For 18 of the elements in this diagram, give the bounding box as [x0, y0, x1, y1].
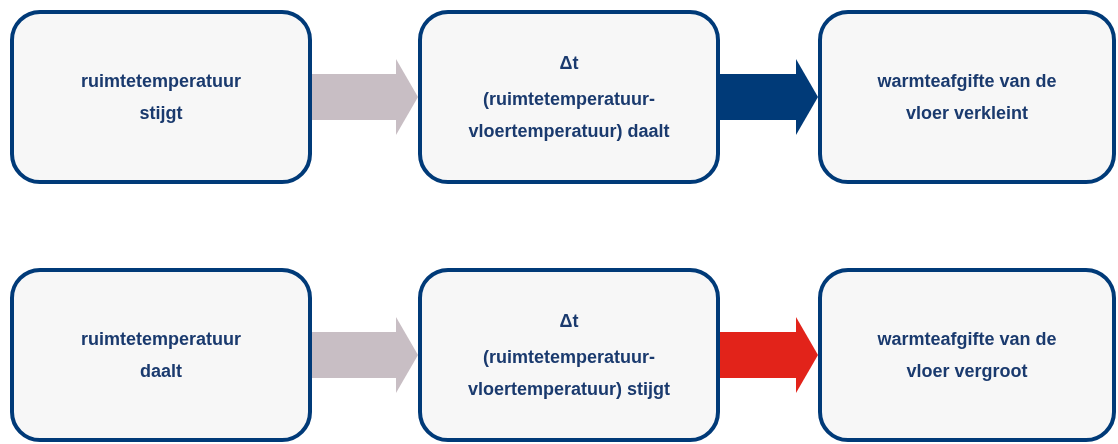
- process-box: [818, 268, 1116, 442]
- block-arrow: [720, 59, 818, 135]
- process-box: [418, 10, 720, 184]
- process-box: [818, 10, 1116, 184]
- box-text: (ruimtetemperatuur-vloertemperatuur) daalt: [467, 88, 671, 143]
- box-text: warmteafgifte van de vloer verkleint: [876, 70, 1058, 125]
- box-text: Δt: [559, 52, 579, 75]
- box-text: (ruimtetemperatuur-vloertemperatuur) stijgt: [466, 346, 671, 401]
- box-text: ruimtetemperatuur daalt: [80, 328, 242, 383]
- block-arrow: [312, 317, 418, 393]
- box-text: ruimtetemperatuur stijgt: [80, 70, 242, 125]
- box-text: Δt: [559, 310, 579, 333]
- process-box: [418, 268, 720, 442]
- process-box: [10, 10, 312, 184]
- process-box: [10, 268, 312, 442]
- block-arrow: [720, 317, 818, 393]
- block-arrow: [312, 59, 418, 135]
- box-text: warmteafgifte van de vloer vergroot: [876, 328, 1058, 383]
